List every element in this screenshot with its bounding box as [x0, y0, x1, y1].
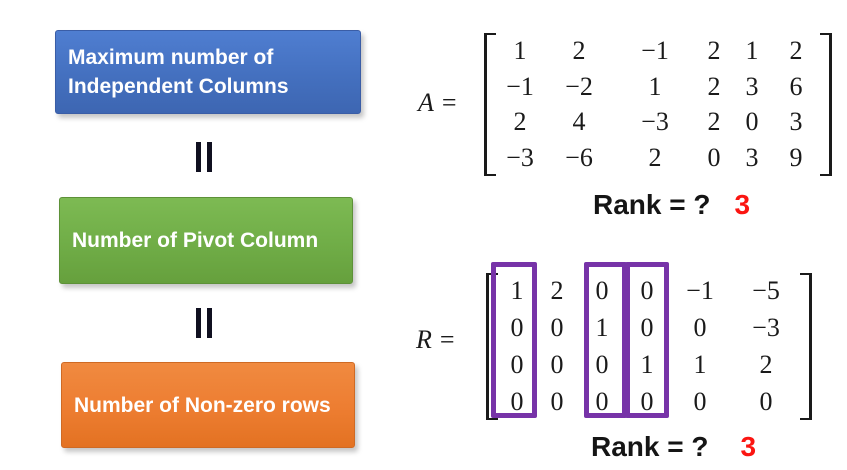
matrix-cell: 0 [510, 313, 524, 343]
right-bracket [800, 273, 812, 420]
matrix-cell: 2 [707, 71, 721, 101]
matrix-a-label: A= [418, 88, 457, 118]
matrix-cell: 0 [640, 276, 654, 306]
matrix-a-name: A [418, 88, 434, 117]
matrix-cell: 0 [759, 386, 773, 416]
matrix-cell: 4 [572, 107, 586, 137]
pivot-column-highlight-3 [625, 262, 669, 418]
concept-box-pivot-columns: Number of Pivot Column [59, 197, 353, 284]
equals-sign: = [439, 325, 455, 354]
matrix-cell: 2 [550, 276, 564, 306]
rank-line-a: Rank = ? 3 [593, 189, 750, 221]
matrix-cell: 9 [789, 143, 803, 173]
matrix-cell: 0 [550, 313, 564, 343]
matrix-cell: −1 [641, 35, 669, 65]
matrix-cell: 6 [789, 71, 803, 101]
concept-box-label: Number of Pivot Column [72, 229, 319, 252]
right-bracket [820, 33, 832, 176]
pivot-column-highlight-2 [584, 262, 627, 418]
matrix-cell: −3 [506, 143, 534, 173]
equals-bar [196, 308, 201, 338]
matrix-cell: 0 [745, 107, 759, 137]
matrix-cell: 1 [745, 35, 759, 65]
equals-rotated-icon [196, 308, 212, 338]
matrix-cell: 0 [550, 386, 564, 416]
rank-answer: 3 [734, 189, 751, 220]
matrix-cell: 0 [640, 386, 654, 416]
matrix-cell: 2 [759, 349, 773, 379]
matrix-cell: 1 [693, 349, 707, 379]
matrix-cell: 3 [745, 143, 759, 173]
matrix-cell: 0 [693, 386, 707, 416]
pivot-column-highlight-1 [491, 262, 537, 418]
equals-bar [207, 308, 212, 338]
concept-box-independent-columns: Maximum number of Independent Columns [55, 30, 361, 114]
matrix-cell: 1 [595, 313, 609, 343]
matrix-cell: 0 [640, 313, 654, 343]
matrix-cell: −1 [686, 276, 714, 306]
matrix-cell: 2 [513, 107, 527, 137]
concept-box-label: Maximum number of Independent Columns [68, 46, 289, 98]
matrix-cell: 0 [595, 349, 609, 379]
matrix-cell: −6 [565, 143, 593, 173]
concept-box-nonzero-rows: Number of Non-zero rows [61, 362, 355, 448]
matrix-cell: 3 [789, 107, 803, 137]
matrix-r-label: R= [416, 325, 455, 355]
matrix-cell: 0 [595, 276, 609, 306]
matrix-cell: 2 [707, 35, 721, 65]
matrix-cell: 0 [510, 349, 524, 379]
matrix-cell: 1 [640, 349, 654, 379]
matrix-cell: −1 [506, 71, 534, 101]
left-bracket [484, 33, 496, 176]
matrix-cell: 2 [572, 35, 586, 65]
matrix-cell: 2 [648, 143, 662, 173]
matrix-cell: 1 [513, 35, 527, 65]
rank-question: Rank = ? [591, 431, 709, 462]
matrix-cell: −3 [752, 313, 780, 343]
matrix-cell: 0 [693, 313, 707, 343]
matrix-r-name: R [416, 325, 432, 354]
equals-bar [196, 142, 201, 172]
matrix-cell: −2 [565, 71, 593, 101]
rank-answer: 3 [740, 431, 757, 462]
matrix-cell: 0 [707, 143, 721, 173]
concept-box-label: Number of Non-zero rows [74, 393, 331, 417]
matrix-cell: 2 [707, 107, 721, 137]
equals-bar [207, 142, 212, 172]
matrix-cell: 2 [789, 35, 803, 65]
rank-question: Rank = ? [593, 189, 711, 220]
matrix-cell: 1 [648, 71, 662, 101]
equals-sign: = [441, 88, 457, 117]
matrix-cell: 3 [745, 71, 759, 101]
matrix-cell: −3 [641, 107, 669, 137]
matrix-cell: 0 [595, 386, 609, 416]
equals-rotated-icon [196, 142, 212, 172]
rank-line-r: Rank = ? 3 [591, 431, 756, 463]
matrix-cell: 1 [510, 276, 524, 306]
matrix-cell: 0 [510, 386, 524, 416]
matrix-cell: −5 [752, 276, 780, 306]
matrix-cell: 0 [550, 349, 564, 379]
